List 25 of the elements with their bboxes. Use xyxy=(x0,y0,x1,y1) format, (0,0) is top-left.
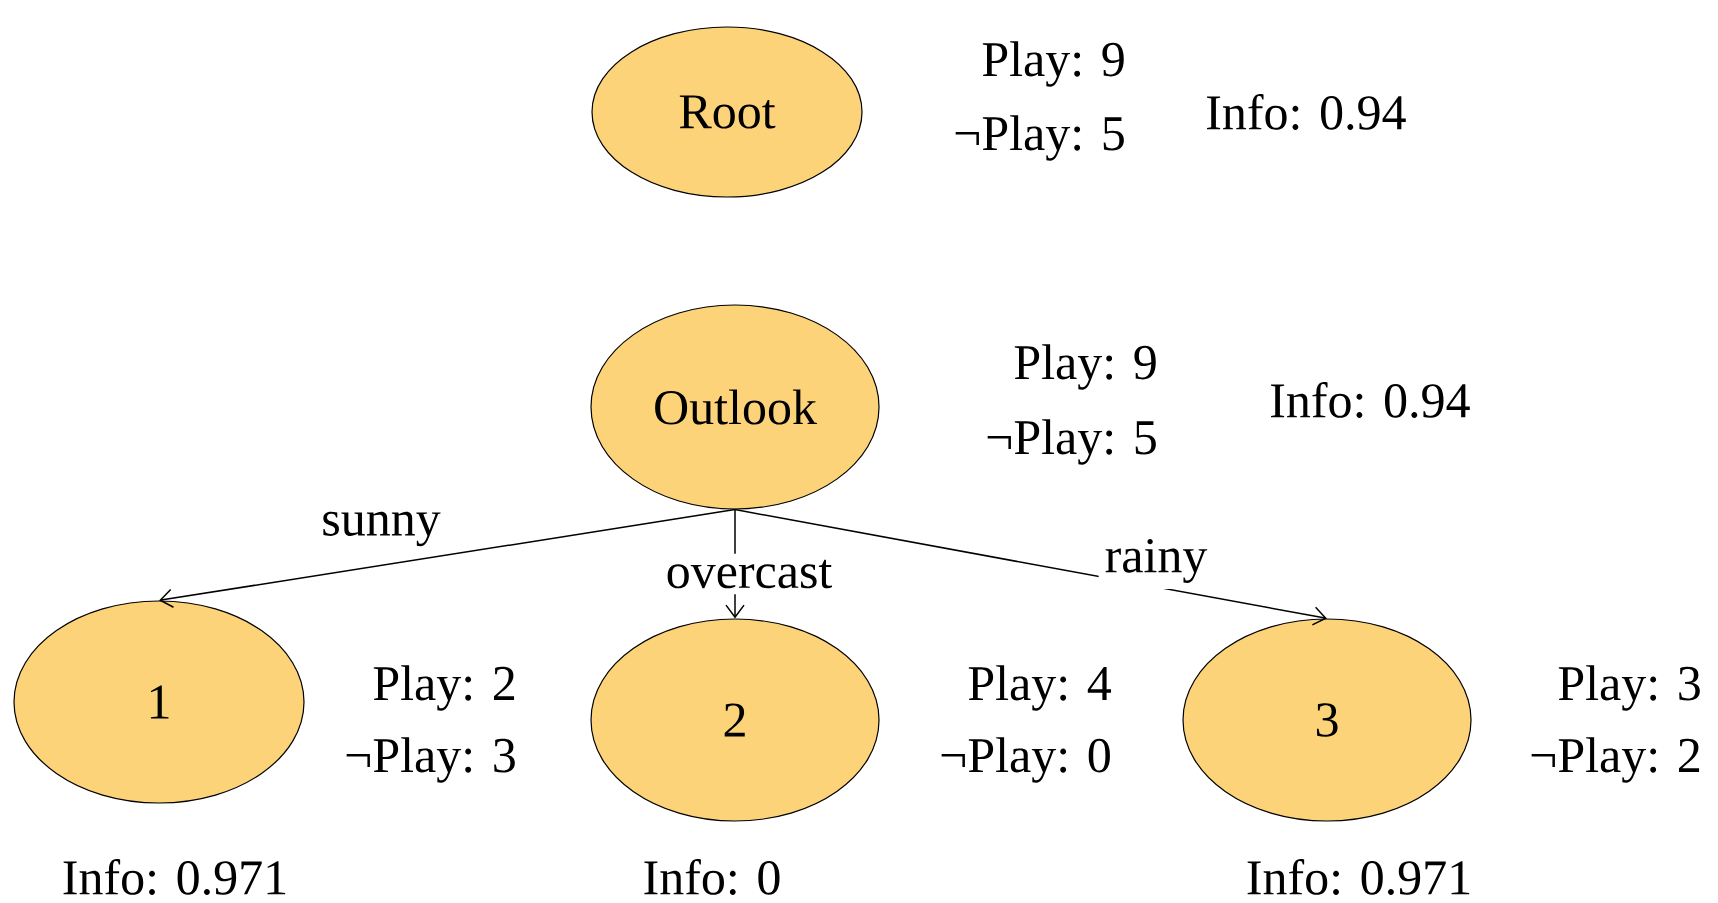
tree-node: 1 xyxy=(13,600,305,804)
edge-label: overcast xyxy=(659,553,839,595)
edge-label: sunny xyxy=(315,505,447,553)
arrow xyxy=(159,508,736,608)
tree-node: 2 xyxy=(590,618,880,822)
tree-node: Outlook xyxy=(590,304,880,510)
count-label: ¬Play: 2 xyxy=(1531,737,1700,783)
tree-node: Root xyxy=(591,26,863,198)
info-label: Info: 0.94 xyxy=(1207,94,1406,130)
count-label: Play: 3 xyxy=(1558,665,1700,711)
count-label: ¬Play: 0 xyxy=(941,737,1110,783)
edge-label: rainy xyxy=(1098,533,1214,589)
count-label: ¬Play: 5 xyxy=(955,115,1124,161)
count-label: Play: 9 xyxy=(1014,344,1156,390)
count-label: ¬Play: 3 xyxy=(346,737,515,783)
info-label: Info: 0.971 xyxy=(1247,859,1470,895)
info-label: Info: 0.94 xyxy=(1271,382,1470,418)
count-label: ¬Play: 5 xyxy=(987,419,1156,465)
info-label: Info: 0 xyxy=(644,859,780,895)
info-label: Info: 0.971 xyxy=(63,859,286,895)
tree-node: 3 xyxy=(1182,618,1472,822)
arrow xyxy=(734,508,1327,626)
count-label: Play: 2 xyxy=(373,665,515,711)
count-label: Play: 9 xyxy=(982,41,1124,87)
count-label: Play: 4 xyxy=(968,665,1112,711)
